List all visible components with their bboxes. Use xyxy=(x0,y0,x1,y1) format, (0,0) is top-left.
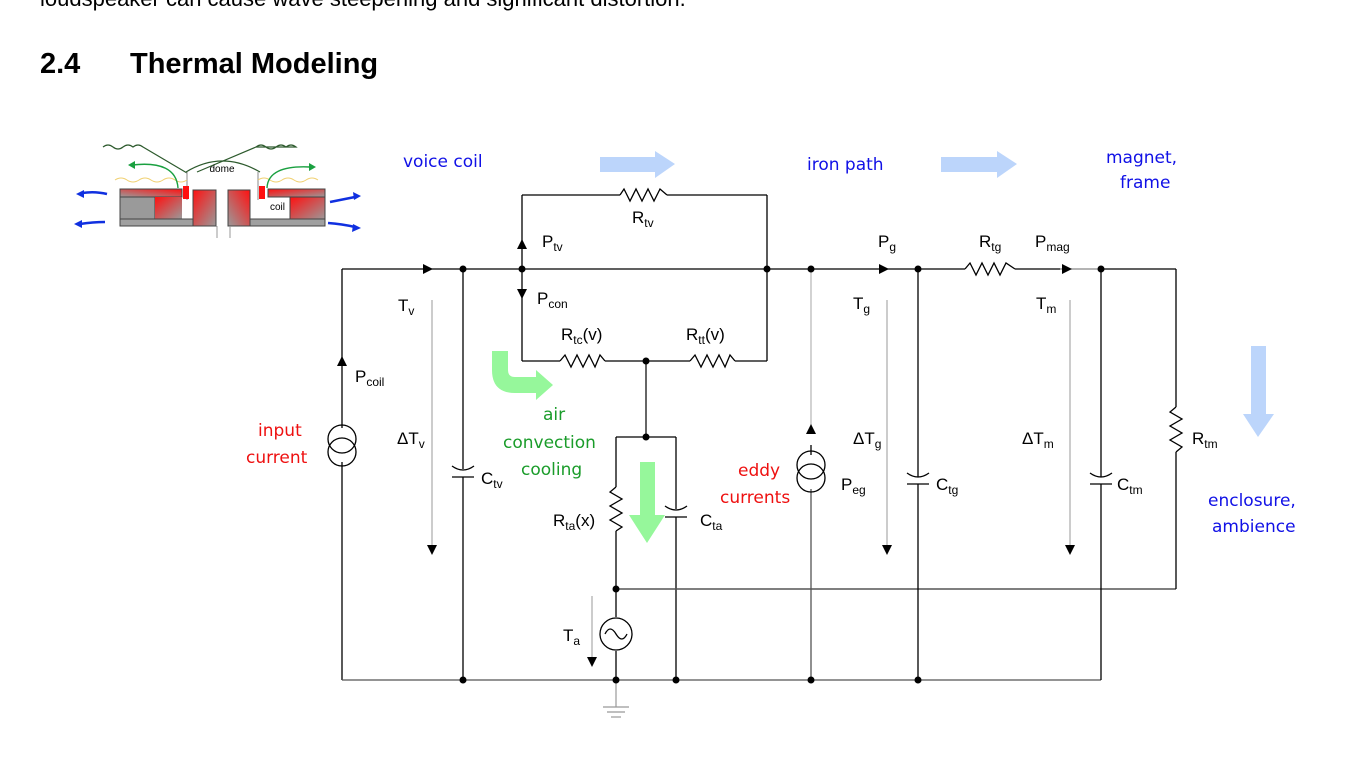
cone-left xyxy=(102,144,188,174)
capacitor-c-tv xyxy=(451,465,475,478)
capacitor-c-tg xyxy=(906,472,930,485)
ground-icon xyxy=(603,680,629,718)
pole-piece-left xyxy=(192,189,217,227)
label-c-tm: Ctm xyxy=(1117,475,1143,497)
label-c-tv: Ctv xyxy=(481,469,503,491)
label-t-a: Ta xyxy=(563,626,580,648)
label-r-tv: Rtv xyxy=(632,208,654,230)
coil-label: coil xyxy=(270,202,285,213)
loudspeaker-cross-section-inset: dome coil xyxy=(74,144,361,238)
heat-arrow xyxy=(329,195,356,204)
airflow-arrow-left xyxy=(131,163,179,189)
annotation-input-line1: input xyxy=(258,421,302,441)
heat-arrow xyxy=(79,220,106,226)
ac-source-t-a xyxy=(599,617,633,651)
label-c-ta: Cta xyxy=(700,511,723,533)
label-r-tt: Rtt(v) xyxy=(686,325,725,347)
capacitor-c-ta xyxy=(664,505,688,518)
air-convection-arrow xyxy=(492,351,553,400)
resistor-r-tc xyxy=(559,353,606,369)
section-title: Thermal Modeling xyxy=(130,48,379,80)
label-r-ta: Rta(x) xyxy=(553,511,595,533)
section-number: 2.4 xyxy=(40,48,81,80)
annotation-eddy-line2: currents xyxy=(720,488,790,508)
label-p-g: Pg xyxy=(878,232,896,254)
label-r-tc: Rtc(v) xyxy=(561,325,602,347)
label-delta-t-m: ΔTm xyxy=(1022,429,1054,451)
label-t-g: Tg xyxy=(853,294,870,316)
resistor-r-tg xyxy=(964,261,1016,277)
annotation-air-line1: air xyxy=(543,405,565,425)
label-p-coil: Pcoil xyxy=(355,367,384,389)
capacitor-c-tm xyxy=(1089,472,1113,485)
annotation-iron-path: iron path xyxy=(807,155,884,175)
heat-flow-arrow-voice-coil xyxy=(600,151,675,178)
junction-nodes xyxy=(459,265,1105,684)
resistor-r-tv xyxy=(619,187,668,203)
annotation-voice-coil: voice coil xyxy=(403,152,483,172)
flow-arrow-icon xyxy=(806,424,816,434)
label-p-mag: Pmag xyxy=(1035,232,1070,254)
label-p-con: Pcon xyxy=(537,289,568,311)
current-source-p-coil xyxy=(327,424,357,467)
flow-arrow-icon xyxy=(337,356,347,366)
annotation-magnet-frame-line2: frame xyxy=(1120,173,1170,193)
circuit-wires xyxy=(341,194,1177,681)
flow-arrow-icon xyxy=(423,264,433,274)
dome-shape xyxy=(185,160,261,173)
flow-arrow-icon xyxy=(1062,264,1072,274)
cooling-flow-arrow-down xyxy=(629,462,665,543)
flow-arrow-icon xyxy=(879,264,889,274)
annotation-magnet-frame-line1: magnet, xyxy=(1106,148,1177,168)
heat-arrow xyxy=(327,221,356,229)
heat-flow-arrow-iron-path xyxy=(941,151,1017,178)
resistor-r-ta xyxy=(608,486,624,532)
resistor-r-tt xyxy=(689,353,736,369)
dome-label: dome xyxy=(209,164,234,175)
cone-right xyxy=(196,144,298,173)
annotation-air-line2: convection xyxy=(503,433,596,453)
airflow-arrow-right xyxy=(266,166,311,189)
label-delta-t-v: ΔTv xyxy=(397,429,425,451)
label-c-tg: Ctg xyxy=(936,475,958,497)
pole-piece-right xyxy=(227,189,251,227)
annotation-enclosure-line1: enclosure, xyxy=(1208,491,1296,511)
annotation-eddy-line1: eddy xyxy=(738,461,780,481)
label-r-tm: Rtm xyxy=(1192,429,1218,451)
label-t-v: Tv xyxy=(398,296,414,318)
section-heading: 2.4 Thermal Modeling xyxy=(40,48,378,81)
preceding-paragraph-text: loudspeaker can cause wave steepening an… xyxy=(40,0,686,12)
label-p-eg: Peg xyxy=(841,475,866,497)
annotation-enclosure-line2: ambience xyxy=(1212,517,1296,537)
heat-flow-arrow-enclosure xyxy=(1243,346,1274,437)
label-p-tv: Ptv xyxy=(542,232,563,254)
resistor-r-tm xyxy=(1168,406,1184,453)
annotation-air-line3: cooling xyxy=(521,460,582,480)
voice-coil-right xyxy=(259,186,265,199)
label-delta-t-g: ΔTg xyxy=(853,429,881,451)
heat-arrow xyxy=(81,190,108,196)
label-r-tg: Rtg xyxy=(979,232,1001,254)
flow-arrow-icon xyxy=(517,289,527,299)
label-t-m: Tm xyxy=(1036,294,1056,316)
voice-coil-left xyxy=(183,186,189,199)
annotation-input-line2: current xyxy=(246,448,308,468)
current-source-p-eg xyxy=(796,450,826,493)
flow-arrow-icon xyxy=(517,239,527,249)
